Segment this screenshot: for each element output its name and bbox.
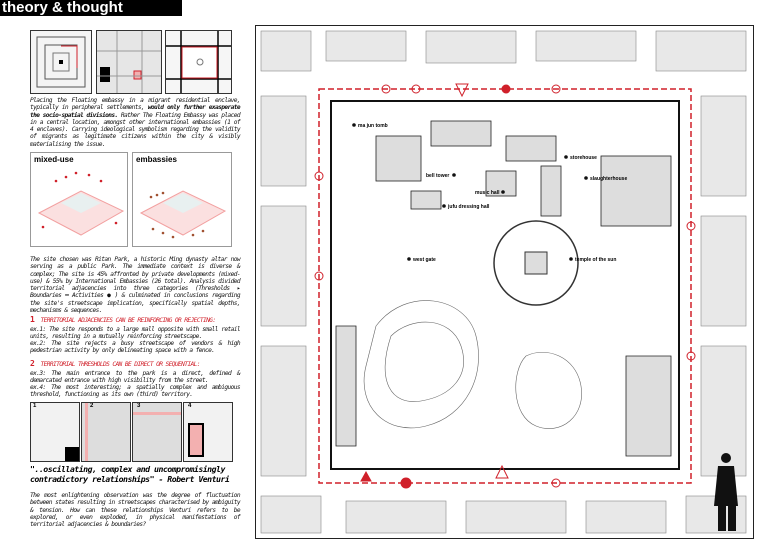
example-4: 4 xyxy=(183,402,233,462)
site-plan-map: ma jun tomb storehouse bell tower slaugh… xyxy=(255,25,754,539)
finding-2: 2 TERRITORIAL THRESHOLDS CAN BE DIRECT O… xyxy=(30,359,241,399)
example-2: 2 xyxy=(81,402,131,462)
context-map-site xyxy=(165,30,232,94)
context-map-city xyxy=(30,30,92,94)
label-music-hall: music hall xyxy=(475,190,500,196)
guard-figure-icon xyxy=(714,453,738,531)
map-label-dots xyxy=(352,123,588,261)
finding-1: 1 TERRITORIAL ADJACENCIES CAN BE REINFOR… xyxy=(30,315,241,355)
label-ma-jun-tomb: ma jun tomb xyxy=(358,123,388,129)
diagram-mixed-use: mixed-use xyxy=(30,152,128,247)
example-1: 1 xyxy=(30,402,80,462)
label-west-gate: west gate xyxy=(412,257,436,263)
context-map-district xyxy=(96,30,162,94)
park-buildings xyxy=(335,120,672,457)
label-jufu-dressing-hall: jufu dressing hall xyxy=(447,204,490,210)
label-slaughterhouse: slaughterhouse xyxy=(590,176,627,182)
isometric-embassies-icon xyxy=(139,190,227,239)
temple-of-sun-altar xyxy=(493,220,579,306)
context-buildings xyxy=(260,30,747,534)
venturi-quote: "..oscillating, complex and uncompromisi… xyxy=(30,464,230,484)
site-paragraph: The site chosen was Ritan Park, a histor… xyxy=(30,256,241,315)
diagram-embassies: embassies xyxy=(132,152,232,247)
label-bell-tower: bell tower xyxy=(426,173,449,179)
page-title: theory & thought xyxy=(0,0,182,16)
example-3: 3 xyxy=(132,402,182,462)
ring-roads-icon xyxy=(36,36,86,88)
isometric-mixed-use-icon xyxy=(37,171,125,236)
label-temple-of-the-sun: temple of the sun xyxy=(575,257,616,263)
threshold-markers xyxy=(314,83,696,489)
landscape-contours xyxy=(363,300,582,429)
intro-paragraph: Placing the Floating embassy in a migran… xyxy=(30,97,241,148)
label-storehouse: storehouse xyxy=(570,155,597,161)
conclusion-paragraph: The most enlightening observation was th… xyxy=(30,492,241,529)
